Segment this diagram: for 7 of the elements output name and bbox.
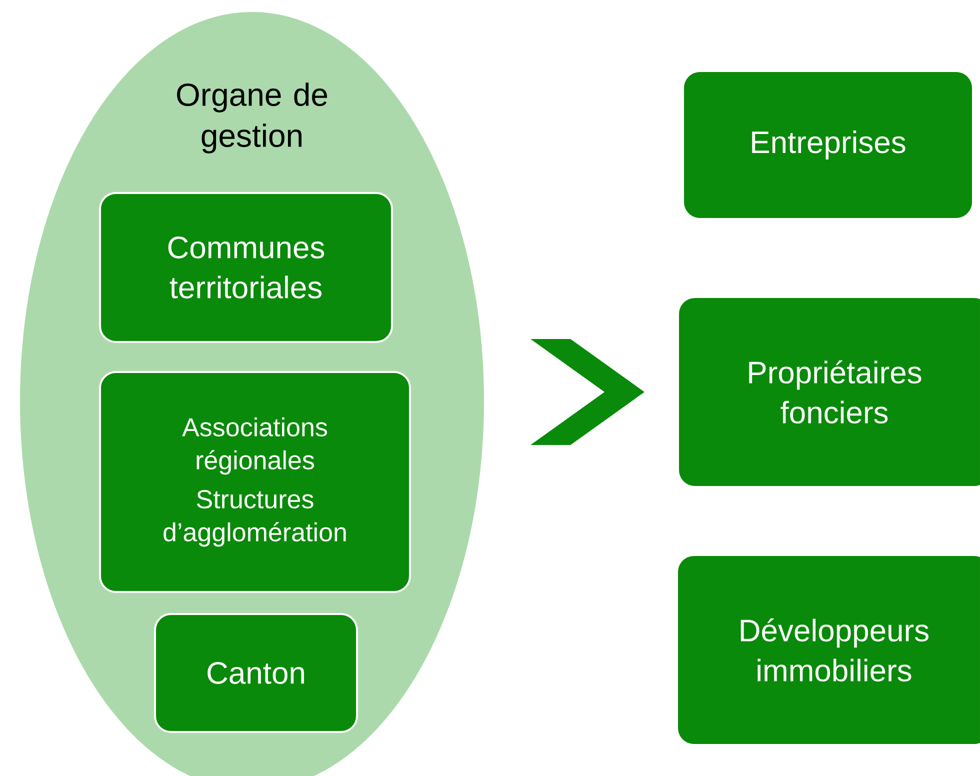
rounded-box: Propriétaires fonciers bbox=[679, 298, 980, 486]
rounded-box: Canton bbox=[154, 613, 358, 733]
rounded-box: Développeurs immobiliers bbox=[678, 556, 980, 744]
chevron-arrow bbox=[530, 339, 644, 445]
rounded-box: Entreprises bbox=[684, 72, 972, 218]
rounded-box: Communes territoriales bbox=[99, 192, 393, 343]
rounded-box: Associations régionales Structures d’agglomération bbox=[99, 371, 411, 593]
